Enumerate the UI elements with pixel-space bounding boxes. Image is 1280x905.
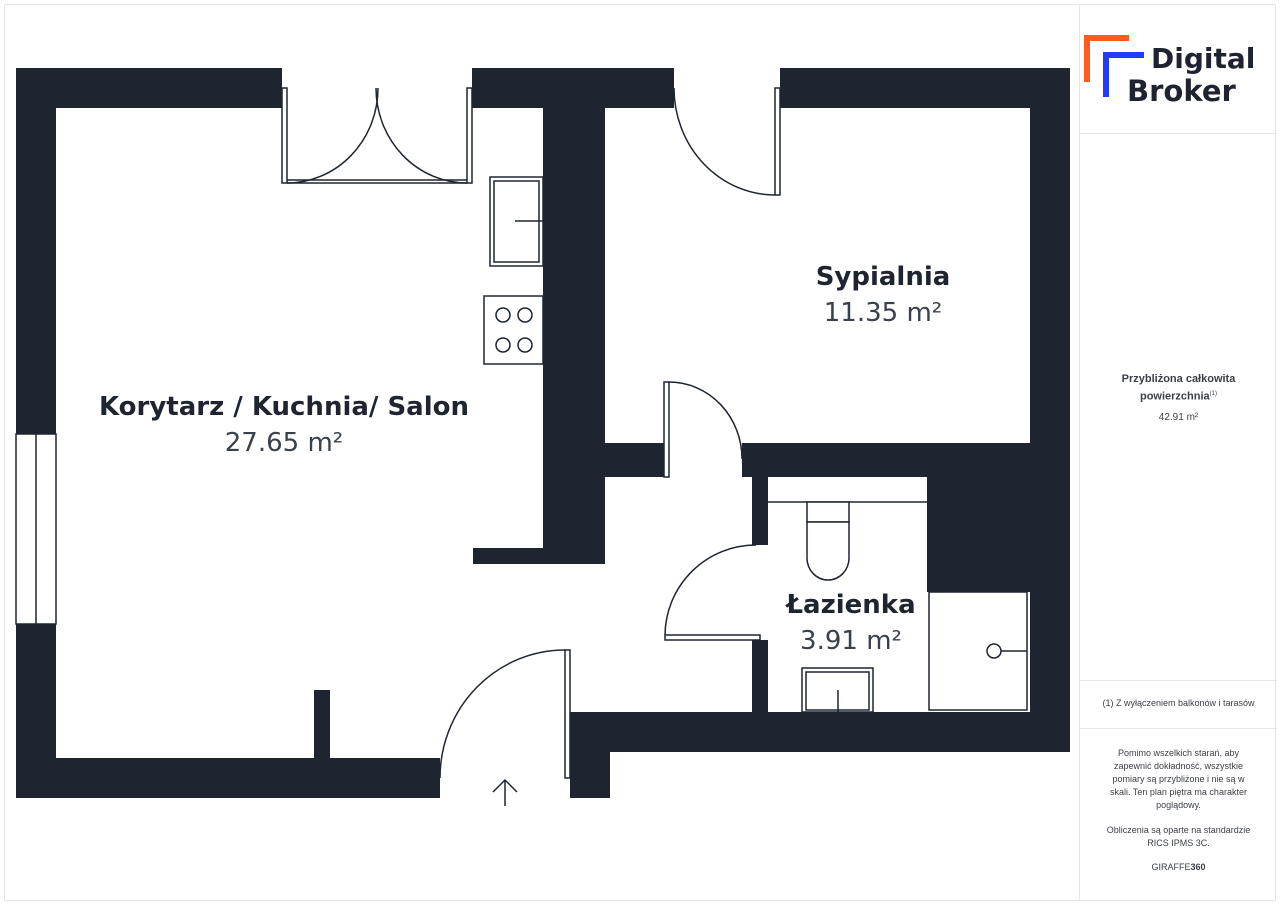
shower-icon [928,591,1028,711]
wall-top-left [16,68,282,108]
credit-giraffe: GIRAFFE [1151,862,1191,872]
toilet-icon [806,501,850,581]
wall-left-upper [16,68,56,434]
total-area-label-text: Przybliżona całkowita powierzchnia [1121,373,1236,403]
balcony-double-door [281,87,473,184]
sink-icon [489,176,544,267]
wall-top-right [780,68,1070,108]
total-area-footnote-mark: (1) [1209,391,1218,397]
credit-text: GIRAFFE360 [1080,862,1277,872]
bathroom-fixtures [768,501,1028,713]
room-area-bathroom: 3.91 m² [800,626,902,656]
credit-360: 360 [1190,862,1206,872]
wall-bath-right-block [927,477,1030,592]
wall-partition-stub [473,548,605,564]
room-name-living: Korytarz / Kuchnia/ Salon [98,392,470,422]
wall-partition-vertical [543,68,605,564]
arrow-up-icon [492,778,518,806]
bedroom-entry-door [663,381,743,478]
wall-bath-left-lower [752,640,768,712]
room-area-bedroom: 11.35 m² [823,298,943,328]
wall-bottom-step [570,712,610,798]
walls [16,68,1070,798]
total-area-label: Przybliżona całkowita powierzchnia(1) [1080,372,1277,405]
wall-bottom-left [16,758,440,798]
standard-text: Obliczenia są oparte na standardzie RICS… [1106,825,1251,848]
logo: Digital Broker [1080,4,1277,132]
wall-right [1030,68,1070,752]
logo-word-digital: Digital [1151,42,1256,75]
stove-icon [483,295,544,365]
sidebar-divider [1080,680,1277,681]
room-name-bedroom: Sypialnia [815,262,951,292]
room-name-bathroom: Łazienka [786,590,916,620]
washbasin-icon [801,667,874,713]
disclaimer-text: Pomimo wszelkich starań, aby zapewnić do… [1110,748,1247,810]
doors [281,87,781,779]
wall-bottom-right [570,712,1070,752]
sidebar: Digital Broker Przybliżona całkowita pow… [1079,4,1277,901]
page-frame [4,4,1276,901]
footnote-text: (1) Z wyłączeniem balkonów i tarasów [1102,698,1255,708]
bathroom-door [664,544,761,641]
room-area-living: 27.65 m² [224,428,344,458]
total-area-value: 42.91 m² [1158,412,1199,423]
sidebar-divider [1080,133,1277,134]
wall-bedroom-bottom-left [605,443,665,477]
window-left [15,433,57,625]
kitchen-fixtures [483,176,544,365]
entrance-door [439,649,571,779]
sidebar-divider [1080,728,1277,729]
wall-bath-left-upper [752,477,768,545]
logo-mark-icon [1084,35,1144,97]
wall-bedroom-bottom-right [742,443,1030,477]
logo-word-broker: Broker [1127,74,1236,108]
wall-post [314,690,330,758]
floor-plan [15,68,1070,806]
bedroom-door-top [673,87,781,196]
